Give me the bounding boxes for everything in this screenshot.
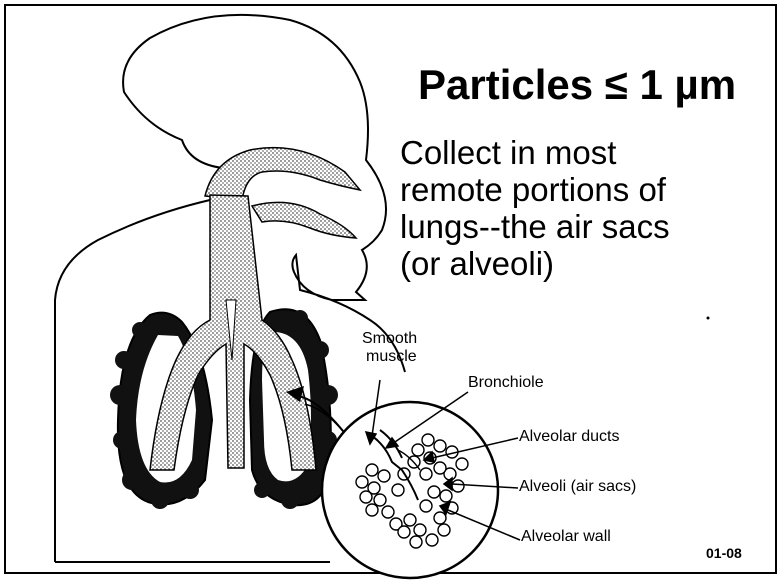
label-alveoli: Alveoli (air sacs) xyxy=(519,478,636,496)
description-line: Collect in most xyxy=(400,134,670,171)
description-text: Collect in most remote portions of lungs… xyxy=(400,134,670,282)
label-smooth-muscle-line1: Smooth xyxy=(362,330,417,348)
slide-title: Particles ≤ 1 µm xyxy=(418,64,736,106)
figure-code: 01-08 xyxy=(706,545,742,561)
label-alveolar-wall: Alveolar wall xyxy=(521,528,611,546)
label-smooth-muscle-line2: muscle xyxy=(366,348,417,366)
description-line: remote portions of xyxy=(400,171,670,208)
nasal-airway xyxy=(205,148,360,200)
description-line: lungs--the air sacs xyxy=(400,208,670,245)
label-bronchiole: Bronchiole xyxy=(468,374,544,392)
magnifier-circle xyxy=(322,402,498,578)
description-line: (or alveoli) xyxy=(400,245,670,282)
label-alveolar-ducts: Alveolar ducts xyxy=(519,428,620,446)
